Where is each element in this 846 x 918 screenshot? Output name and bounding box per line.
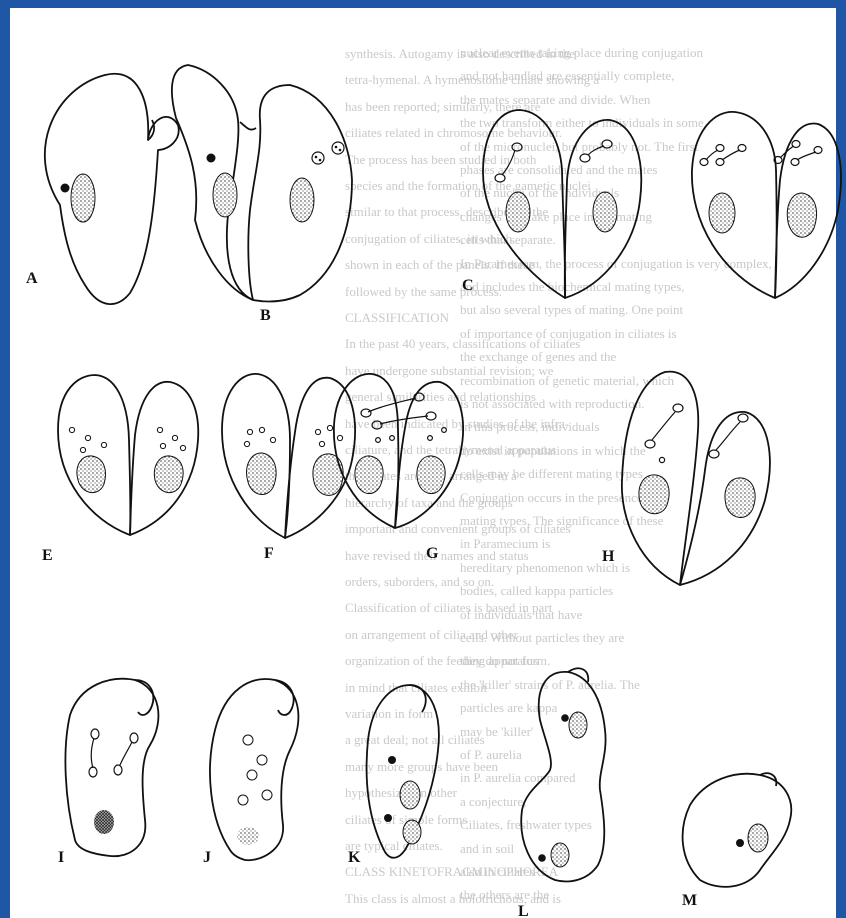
panel-label-h: H xyxy=(602,548,615,565)
macronucleus-right xyxy=(787,193,816,237)
macronucleus xyxy=(71,174,95,222)
panel-label-j: J xyxy=(203,849,211,866)
nuclei xyxy=(538,712,587,867)
macronucleus-left xyxy=(709,193,735,233)
dividing-micronuclei xyxy=(89,729,138,777)
macronucleus-left xyxy=(247,453,277,495)
cell-outline-right xyxy=(395,382,463,528)
panel-label-b: B xyxy=(260,307,271,324)
panel-label-a: A xyxy=(26,270,38,287)
panel-label-f: F xyxy=(264,545,274,562)
panel-k xyxy=(367,685,439,858)
panel-c xyxy=(483,110,641,298)
panel-i xyxy=(65,679,158,856)
macronucleus-right xyxy=(417,456,445,494)
nuclei xyxy=(736,824,768,852)
macronucleus-left xyxy=(639,475,669,514)
panel-e xyxy=(58,375,198,535)
degenerating-micronuclei xyxy=(69,427,185,452)
dividing-synkaryon-left xyxy=(645,404,683,463)
oral-junction xyxy=(240,122,256,130)
panel-h xyxy=(622,372,770,585)
pronuclei-right xyxy=(312,142,344,164)
macronucleus-left xyxy=(213,173,237,217)
dividing-synkaryon-right xyxy=(709,414,748,458)
oral-region xyxy=(410,685,426,712)
macronucleus-left xyxy=(355,456,383,494)
macronucleus-left xyxy=(77,456,106,493)
old-macronucleus-fragment xyxy=(94,810,114,834)
panel-labels: A B C E F G H I J K L M xyxy=(26,270,697,918)
cell-outline xyxy=(65,679,158,856)
macronucleus-right xyxy=(593,192,617,232)
macronucleus-right xyxy=(725,478,755,518)
cell-outline-left xyxy=(58,375,130,535)
micronucleus-left xyxy=(207,154,216,163)
macronucleus-left xyxy=(506,192,530,232)
micronucleus-and-macronucleus-anlage xyxy=(384,756,421,844)
panel-a xyxy=(45,74,179,304)
panel-label-m: M xyxy=(682,892,697,909)
macronucleus-right xyxy=(313,454,343,495)
panel-f xyxy=(222,374,355,538)
panel-label-g: G xyxy=(426,545,439,562)
panel-label-e: E xyxy=(42,547,53,564)
degenerating-macronucleus xyxy=(237,827,259,845)
micronucleus xyxy=(61,184,70,193)
panel-m xyxy=(683,773,792,887)
panel-label-c: C xyxy=(462,277,474,294)
panel-b xyxy=(172,65,352,302)
panel-l xyxy=(521,668,605,881)
macronucleus-right xyxy=(290,178,314,222)
panel-label-k: K xyxy=(348,849,361,866)
dividing-micronuclei xyxy=(495,140,612,182)
panel-j xyxy=(210,679,298,860)
cell-outline xyxy=(683,774,792,887)
cell-outline-left xyxy=(172,65,253,300)
micronuclei-pairs xyxy=(700,141,822,166)
panel-d xyxy=(692,112,841,298)
micronuclei-developing xyxy=(238,735,272,805)
cell-outline-left xyxy=(334,374,398,528)
panel-label-l: L xyxy=(518,903,529,918)
macronucleus-right xyxy=(154,456,183,493)
panel-label-i: I xyxy=(58,849,64,866)
